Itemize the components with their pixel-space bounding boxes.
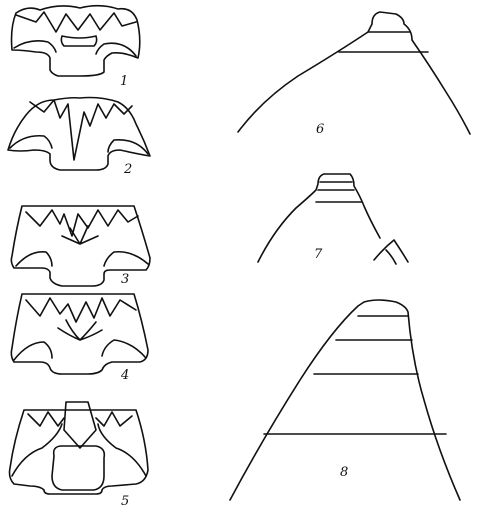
drawing-label-1: 1: [120, 74, 128, 89]
drawing-label-5: 5: [121, 494, 129, 509]
drawing-label-7: 7: [314, 247, 323, 262]
drawing-3: 3: [11, 206, 150, 287]
drawing-7: 7: [258, 174, 408, 264]
drawing-label-2: 2: [123, 162, 132, 177]
drawing-label-4: 4: [120, 368, 129, 383]
drawing-label-6: 6: [316, 122, 324, 137]
drawing-label-8: 8: [340, 465, 348, 480]
drawing-label-3: 3: [121, 272, 129, 287]
drawing-2: 2: [8, 98, 150, 178]
drawing-6: 6: [238, 12, 470, 137]
drawing-5: 5: [10, 402, 149, 509]
drawing-4: 4: [11, 294, 148, 383]
drawing-1: 1: [12, 6, 140, 89]
drawing-8: 8: [230, 300, 460, 500]
